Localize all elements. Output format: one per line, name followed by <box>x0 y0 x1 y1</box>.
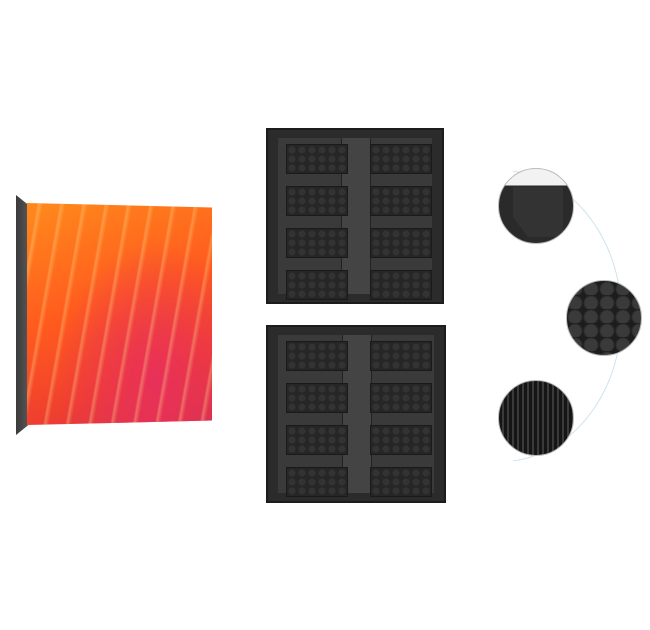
panel-frame <box>278 335 434 497</box>
led-panel-front-view <box>16 195 212 435</box>
power-module <box>370 425 432 455</box>
power-module <box>286 383 348 413</box>
power-module <box>286 144 348 174</box>
led-panel-back-view-bottom <box>266 325 446 503</box>
power-module <box>286 228 348 258</box>
power-module <box>286 270 348 300</box>
panel-screen-face <box>27 203 212 425</box>
power-module <box>286 467 348 497</box>
bracket-shape <box>513 187 563 237</box>
power-module <box>370 383 432 413</box>
power-module <box>286 341 348 371</box>
power-module <box>370 467 432 497</box>
power-module <box>370 228 432 258</box>
power-module <box>286 425 348 455</box>
detail-corner-bracket-icon <box>498 168 574 244</box>
led-panel-back-view-top <box>266 128 444 304</box>
detail-hex-texture-icon <box>566 280 642 356</box>
panel-frame <box>278 138 432 300</box>
power-module <box>370 341 432 371</box>
power-module <box>370 144 432 174</box>
detail-ribbed-texture-icon <box>498 380 574 456</box>
power-module <box>370 186 432 216</box>
power-module <box>286 186 348 216</box>
power-module <box>370 270 432 300</box>
panel-side-edge <box>16 195 28 435</box>
